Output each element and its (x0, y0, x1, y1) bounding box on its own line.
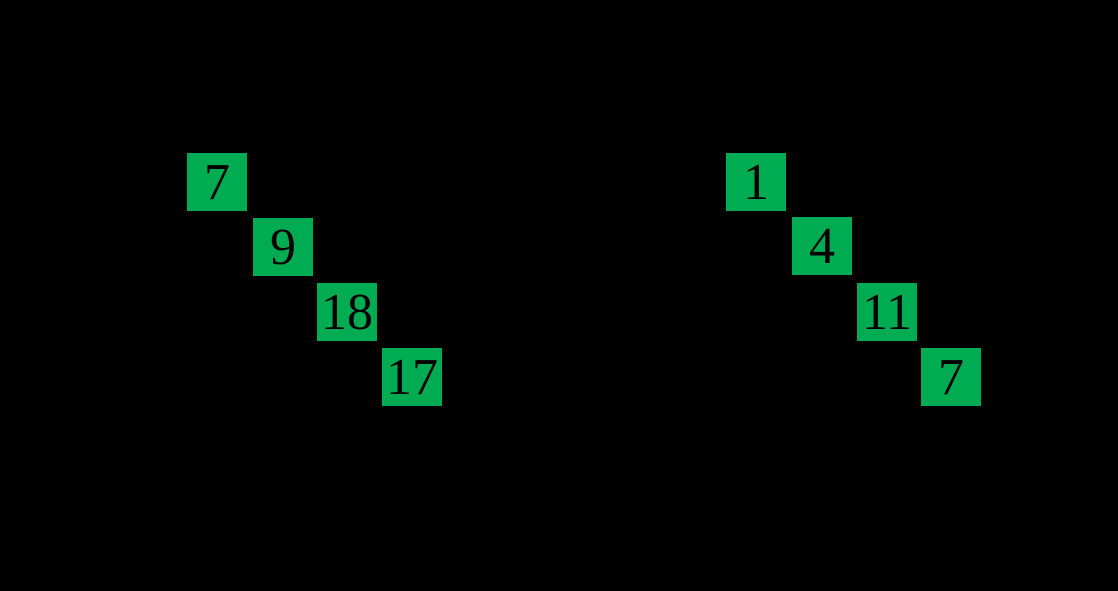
cell-value: 18 (321, 284, 373, 341)
cell-value: 1 (743, 154, 769, 211)
cell-value: 7 (938, 349, 964, 406)
matrix-cell-left-diagonal: 17 (382, 348, 442, 406)
cell-value: 7 (204, 154, 230, 211)
matrix-cell-right-diagonal: 4 (792, 217, 852, 275)
cell-value: 4 (809, 218, 835, 275)
matrix-cell-right-diagonal: 11 (857, 283, 917, 341)
matrix-cell-right-diagonal: 7 (921, 348, 981, 406)
matrix-cell-left-diagonal: 18 (317, 283, 377, 341)
matrix-cell-left-diagonal: 7 (187, 153, 247, 211)
matrix-cell-left-diagonal: 9 (253, 218, 313, 276)
cell-value: 17 (386, 349, 438, 406)
matrix-cell-right-diagonal: 1 (726, 153, 786, 211)
cell-value: 9 (270, 219, 296, 276)
cell-value: 11 (861, 284, 913, 341)
